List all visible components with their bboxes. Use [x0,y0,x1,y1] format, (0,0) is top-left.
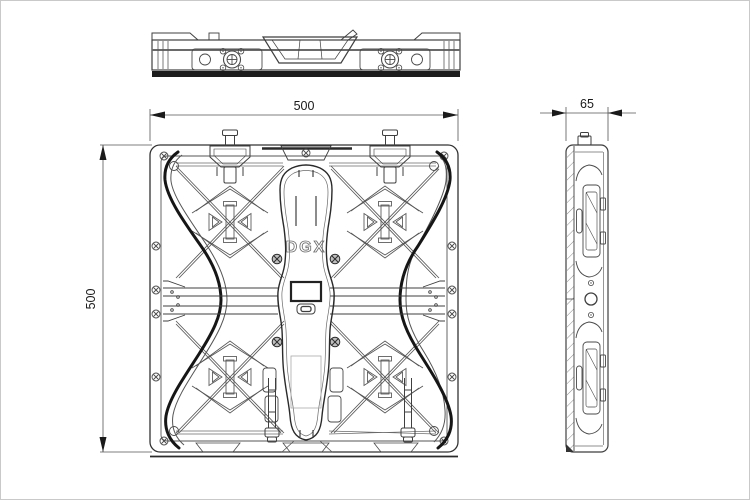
arrowhead-up [99,145,107,160]
connector-box [289,280,323,303]
width-dimension-label: 500 [294,99,315,113]
led-face-strip-top [152,71,460,77]
height-dimension: 500 [84,144,152,453]
end-hatch-right [443,41,455,69]
spine-screw [271,336,283,348]
handle-recess [261,36,359,64]
arrowhead-inward-right [608,109,622,117]
top-tab [577,135,592,146]
front-view: DGX [149,129,459,458]
curved-braces [163,150,453,450]
depth-dimension-label: 65 [580,97,594,111]
bottom-wedge [566,444,574,452]
horizontal-arms [163,280,445,322]
logo-text: DGX [286,239,327,256]
led-face-strip-side [567,147,574,450]
spine-screw [329,336,341,348]
width-dimension: 500 [149,99,459,141]
side-middle-fittings [566,279,598,318]
top-view [151,29,461,77]
end-hatch-left [157,41,169,69]
arrowhead-left [150,111,165,119]
spine-screw [271,253,283,265]
depth-dimension: 65 [540,97,636,141]
spine-screw [329,253,341,265]
arrowhead-inward-left [552,109,566,117]
height-dimension-label: 500 [84,289,98,310]
central-spine: DGX [262,145,344,453]
label-area [290,355,322,409]
bottom-feet [195,442,419,453]
side-view [565,132,609,453]
arrowhead-right [443,111,458,119]
arrowhead-down [99,437,107,452]
